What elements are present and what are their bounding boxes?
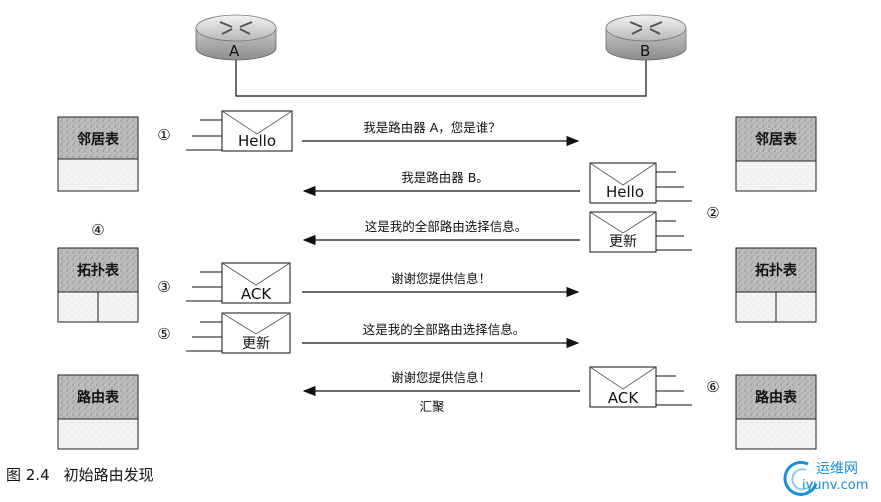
message-1: 我是路由器 A，您是谁？	[363, 120, 501, 135]
message-5: 这是我的全部路由选择信息。	[363, 322, 526, 337]
step-2-marker: ②	[706, 204, 719, 222]
router-b-label: B	[640, 42, 650, 60]
figure-number: 图 2.4	[6, 466, 50, 484]
converge-label: 汇聚	[419, 399, 445, 414]
message-2: 我是路由器 B。	[401, 170, 489, 185]
watermark: 运维网 iyunv.com	[782, 456, 878, 498]
neighbor-table-b-title: 邻居表	[755, 131, 798, 148]
hello-envelope-a: Hello	[186, 110, 293, 152]
topology-table-a-title: 拓扑表	[77, 262, 120, 279]
message-3: 这是我的全部路由选择信息。	[365, 219, 528, 234]
routing-table-b-title: 路由表	[755, 389, 798, 406]
topology-table-a: 拓扑表	[57, 247, 139, 323]
neighbor-table-b: 邻居表	[735, 116, 817, 192]
figure-caption: 图 2.4 初始路由发现	[6, 464, 154, 485]
ack-envelope-b-text: ACK	[608, 389, 639, 407]
routing-table-a: 路由表	[57, 374, 139, 450]
router-a-label: A	[229, 42, 240, 60]
step-3-marker: ③	[157, 278, 170, 296]
watermark-logo-icon	[783, 460, 818, 496]
message-4: 谢谢您提供信息！	[391, 271, 491, 286]
step-6-marker: ⑥	[706, 378, 719, 396]
update-envelope-a-text: 更新	[242, 336, 270, 352]
step-5-marker: ⑤	[157, 325, 170, 343]
update-envelope-b-text: 更新	[609, 234, 637, 250]
step-4-marker: ④	[91, 221, 104, 239]
figure-title: 初始路由发现	[63, 466, 154, 484]
routing-table-b: 路由表	[735, 374, 817, 450]
router-link	[235, 58, 647, 97]
watermark-url: iyunv.com	[802, 478, 869, 493]
hello-envelope-b-text: Hello	[606, 183, 644, 201]
neighbor-table-a-title: 邻居表	[77, 131, 120, 148]
router-b-icon: B	[605, 14, 687, 61]
hello-envelope-b: Hello	[589, 162, 692, 204]
ack-envelope-a-text: ACK	[241, 285, 272, 303]
routing-table-a-title: 路由表	[77, 389, 120, 406]
ack-envelope-a: ACK	[186, 262, 291, 304]
router-a-icon: A	[195, 14, 277, 61]
neighbor-table-a: 邻居表	[57, 116, 139, 192]
hello-envelope-a-text: Hello	[238, 132, 276, 150]
step-1-marker: ①	[157, 126, 170, 144]
topology-table-b-title: 拓扑表	[755, 262, 798, 279]
update-envelope-b: 更新	[589, 211, 692, 253]
message-6: 谢谢您提供信息！	[391, 370, 491, 385]
ack-envelope-b: ACK	[589, 366, 692, 408]
update-envelope-a: 更新	[186, 312, 291, 354]
watermark-site-name: 运维网	[816, 461, 858, 477]
topology-table-b: 拓扑表	[735, 247, 817, 323]
